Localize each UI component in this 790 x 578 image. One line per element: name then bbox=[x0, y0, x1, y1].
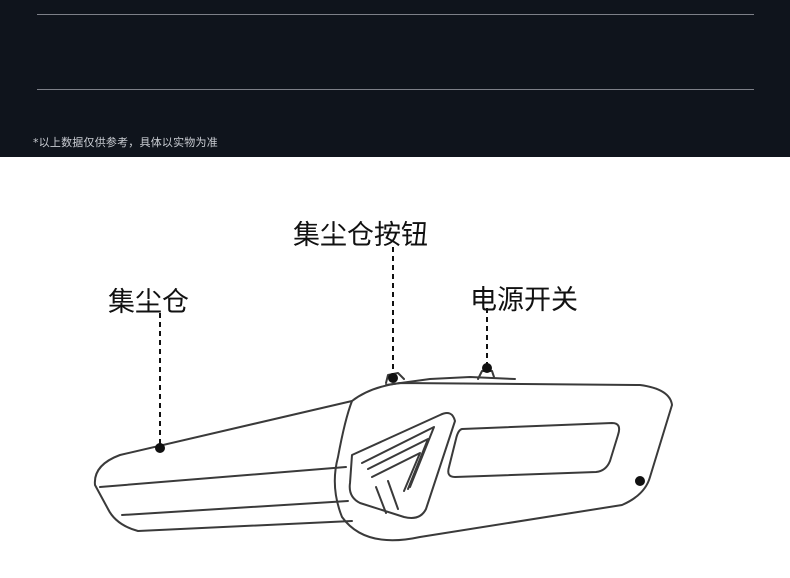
window-slot bbox=[447, 422, 621, 478]
vent-slot-5 bbox=[387, 480, 399, 510]
vacuum-diagram: 集尘仓按钮 集尘仓 电源开关 bbox=[0, 157, 790, 574]
vacuum-illustration bbox=[93, 247, 673, 542]
divider-line-bottom bbox=[37, 89, 754, 90]
nozzle-band-upper bbox=[99, 466, 347, 488]
side-panel bbox=[348, 412, 456, 519]
label-power-switch: 电源开关 bbox=[470, 285, 578, 316]
vent-slot-2 bbox=[367, 438, 429, 490]
callout-dot-power bbox=[482, 363, 492, 373]
callout-dot-button bbox=[388, 373, 398, 383]
callout-dot-bin bbox=[155, 443, 165, 453]
vent-slot-4 bbox=[375, 486, 387, 514]
main-body-outline bbox=[333, 382, 673, 542]
vent-slot-1 bbox=[361, 426, 435, 488]
divider-line-top bbox=[37, 14, 754, 15]
vent-slot-3 bbox=[371, 452, 421, 492]
disclaimer-note: *以上数据仅供参考，具体以实物为准 bbox=[33, 136, 218, 149]
label-dust-bin: 集尘仓 bbox=[108, 287, 189, 318]
label-dust-bin-button: 集尘仓按钮 bbox=[293, 220, 428, 251]
spec-panel: *以上数据仅供参考，具体以实物为准 bbox=[0, 0, 790, 157]
callout-dot-rear bbox=[635, 476, 645, 486]
nozzle-band-lower bbox=[121, 500, 349, 516]
top-ridge bbox=[385, 376, 516, 386]
dust-bin-body bbox=[93, 400, 353, 532]
